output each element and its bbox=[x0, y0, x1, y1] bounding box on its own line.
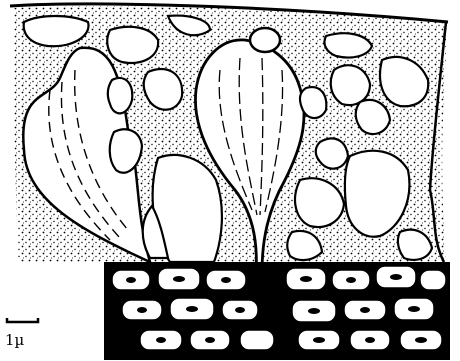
scale-bar bbox=[7, 318, 38, 322]
cell-apex-cap bbox=[250, 28, 280, 52]
scale-bar-label: 1µ bbox=[5, 333, 24, 348]
